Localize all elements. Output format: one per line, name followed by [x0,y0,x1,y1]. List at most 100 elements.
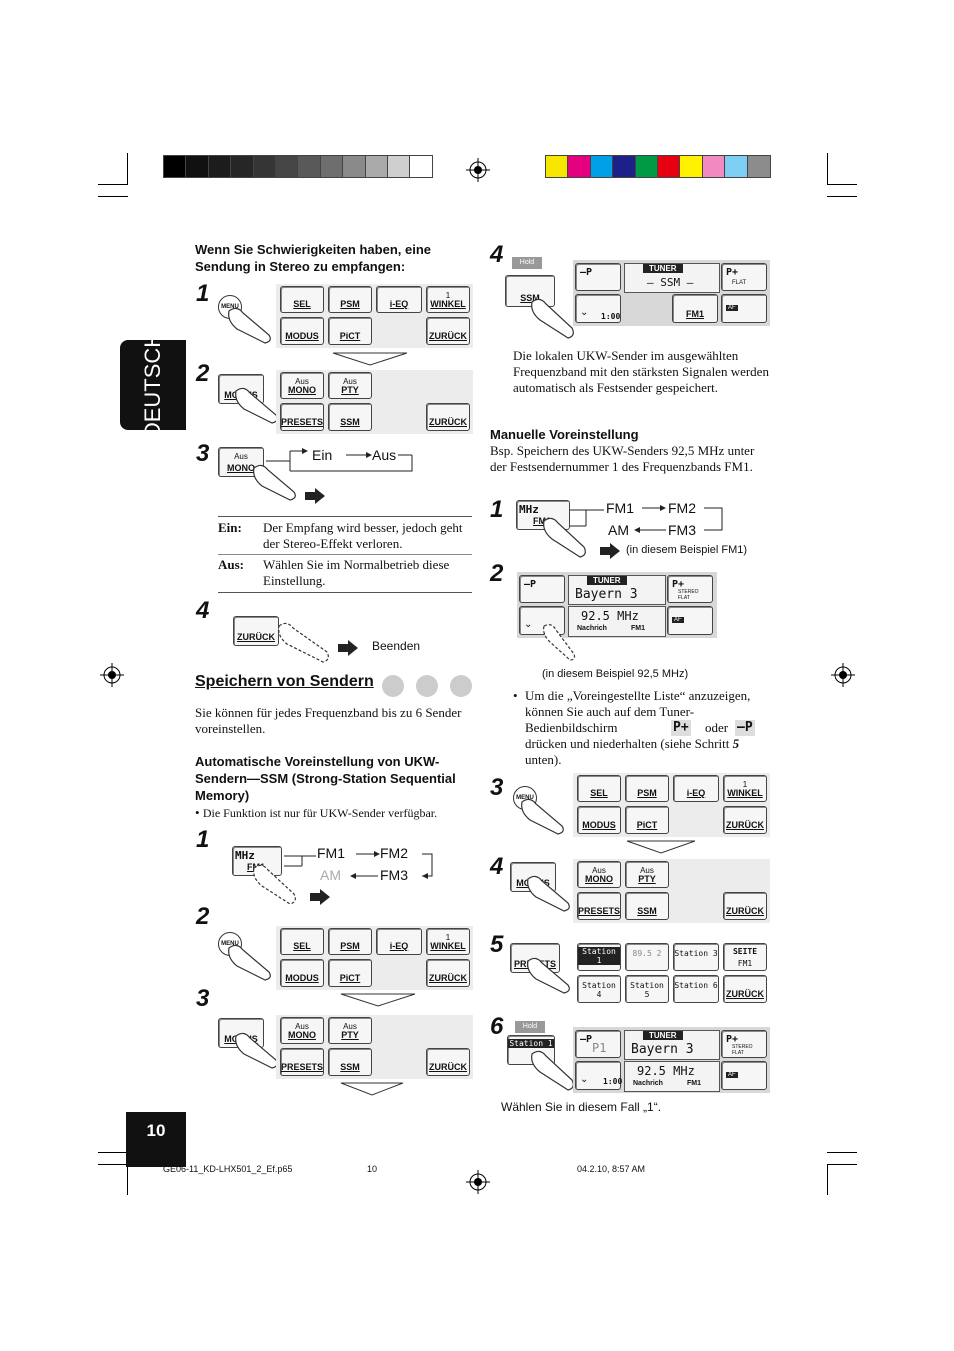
color-swatch [634,155,659,178]
down-arrow-icon [340,1082,404,1101]
zuruck-button[interactable]: ZURÜCK [426,317,470,345]
station-1-button[interactable]: Station 1 [577,943,621,971]
modus-button[interactable]: MODUS [577,806,621,834]
zuruck-button[interactable]: ZURÜCK [233,616,279,646]
section-title: Speichern von Sendern [195,673,374,690]
seek-up-button[interactable]: AF [721,294,767,323]
fm3-label: FM3 [668,522,696,538]
registration-mark-icon [831,663,855,692]
psm-button[interactable]: PSM [328,928,372,955]
presets-button[interactable]: PRESETS [577,892,621,920]
tuner-display: TUNER Bayern 3 [624,1030,720,1060]
station-5-button[interactable]: Station 5 [625,975,669,1003]
color-swatch [207,155,232,178]
presets-button[interactable]: PRESETS [280,403,324,431]
color-swatch [275,155,299,178]
zuruck-button[interactable]: ZURÜCK [426,959,470,987]
preset-down-button[interactable]: –P [519,575,565,603]
presets-button[interactable]: PRESETS [280,1048,324,1076]
minus-p-icon: –P [735,720,755,736]
ssm-button[interactable]: SSM [505,275,555,307]
pict-button[interactable]: PiCT [625,806,669,834]
band-button[interactable]: FM1 [672,294,718,323]
tuner-display: TUNER – SSM – [624,263,720,293]
ssm-button[interactable]: SSM [625,892,669,920]
modus-button[interactable]: MODUS [280,317,324,345]
color-swatch [567,155,592,178]
ieq-button[interactable]: i-EQ [376,286,422,313]
registration-mark-icon [100,663,124,692]
pict-button[interactable]: PiCT [328,317,372,345]
footer-file: GE06-11_KD-LHX501_2_Ef.p65 [163,1164,293,1174]
finger-icon [250,462,300,507]
station-3-button[interactable]: Station 3 [673,943,719,971]
station-2-button[interactable]: 89.5 2 [625,943,669,971]
psm-button[interactable]: PSM [625,775,669,802]
decorative-circles [381,674,475,703]
ieq-button[interactable]: i-EQ [376,928,422,955]
zuruck-button[interactable]: ZURÜCK [723,892,767,920]
station-4-button[interactable]: Station 4 [577,975,621,1003]
color-swatch [163,155,187,178]
color-swatch [409,155,434,178]
finger-icon [524,873,574,918]
seek-up-button[interactable]: AF [721,1061,767,1090]
aus-label: Aus [372,447,397,463]
crop-mark [827,196,857,197]
finger-icon [540,622,580,667]
step-number: 2 [490,560,504,587]
sel-button[interactable]: SEL [577,775,621,802]
seek-down-button[interactable]: ⌄ [575,1061,621,1090]
zuruck-button[interactable]: ZURÜCK [723,806,767,834]
ssm-button[interactable]: SSM [328,1048,372,1076]
ssm-result-text: Die lokalen UKW-Sender im ausgewählten F… [513,348,769,395]
step-number: 3 [490,774,504,801]
sel-button[interactable]: SEL [280,286,324,313]
color-swatch [545,155,569,178]
ssm-button[interactable]: SSM [328,403,372,431]
color-swatch [364,155,389,178]
pict-button[interactable]: PiCT [328,959,372,987]
step-number: 3 [196,985,210,1012]
preset-up-button[interactable]: P+FLAT [721,263,767,291]
preset-down-button[interactable]: –P [575,263,621,291]
divider [218,592,472,593]
step-number: 4 [196,597,210,624]
color-swatch [701,155,726,178]
seek-down-button[interactable]: ⌄ [519,606,565,635]
seek-up-button[interactable]: AF [667,606,713,635]
color-swatch [612,155,637,178]
psm-button[interactable]: PSM [328,286,372,313]
ieq-button[interactable]: i-EQ [673,775,719,802]
color-swatch [185,155,210,178]
crop-mark [98,1164,128,1165]
step-number: 1 [196,826,210,853]
zuruck-button[interactable]: ZURÜCK [426,1048,470,1076]
modus-button[interactable]: MODUS [280,959,324,987]
color-swatch [252,155,277,178]
zuruck-button[interactable]: ZURÜCK [723,975,767,1003]
finger-icon [225,305,275,350]
color-swatch [297,155,322,178]
color-swatch [746,155,771,178]
station-6-button[interactable]: Station 6 [673,975,719,1003]
seek-down-button[interactable]: ⌄ [575,294,621,323]
sel-button[interactable]: SEL [280,928,324,955]
zuruck-button[interactable]: ZURÜCK [426,403,470,431]
step-number: 1 [490,496,504,523]
